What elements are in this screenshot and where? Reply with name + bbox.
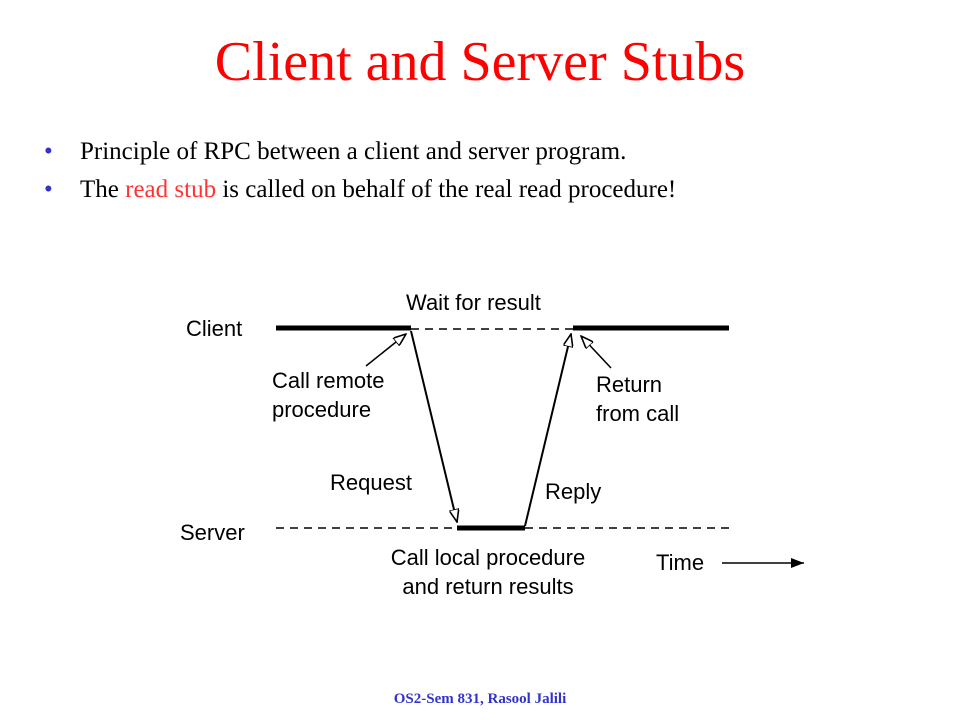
slide-title: Client and Server Stubs — [214, 31, 746, 93]
reply-arrow — [524, 334, 571, 527]
reply-label: Reply — [545, 479, 601, 504]
bullet-text-before: The — [80, 176, 126, 203]
slide-footer: OS2-Sem 831, Rasool Jalili — [393, 691, 567, 707]
call-local-label-line1: Call local procedure — [391, 545, 585, 570]
request-label: Request — [330, 470, 412, 495]
return-label-line2: from call — [596, 401, 679, 426]
wait-for-result-label: Wait for result — [406, 290, 541, 315]
call-remote-label-line1: Call remote — [272, 368, 384, 393]
return-pointer-arrow — [581, 336, 612, 369]
bullet-marker-icon: • — [44, 138, 53, 165]
bullet-list: • Principle of RPC between a client and … — [44, 133, 924, 209]
bullet-text-after: is called on behalf of the real read pro… — [216, 176, 677, 203]
server-label: Server — [180, 520, 245, 545]
call-local-label-line2: and return results — [402, 574, 573, 599]
bullet-item: • Principle of RPC between a client and … — [44, 133, 924, 171]
time-label: Time — [656, 550, 704, 575]
bullet-marker-icon: • — [44, 176, 53, 203]
client-label: Client — [186, 316, 242, 341]
call-remote-label-line2: procedure — [272, 397, 371, 422]
request-arrow — [410, 330, 457, 522]
read-stub-highlight: read stub — [125, 176, 217, 203]
return-label-line1: Return — [596, 372, 662, 397]
bullet-text: Principle of RPC between a client and se… — [80, 138, 627, 165]
call-remote-pointer-arrow — [365, 334, 406, 367]
bullet-item: • The read stub is called on behalf of t… — [44, 171, 924, 209]
